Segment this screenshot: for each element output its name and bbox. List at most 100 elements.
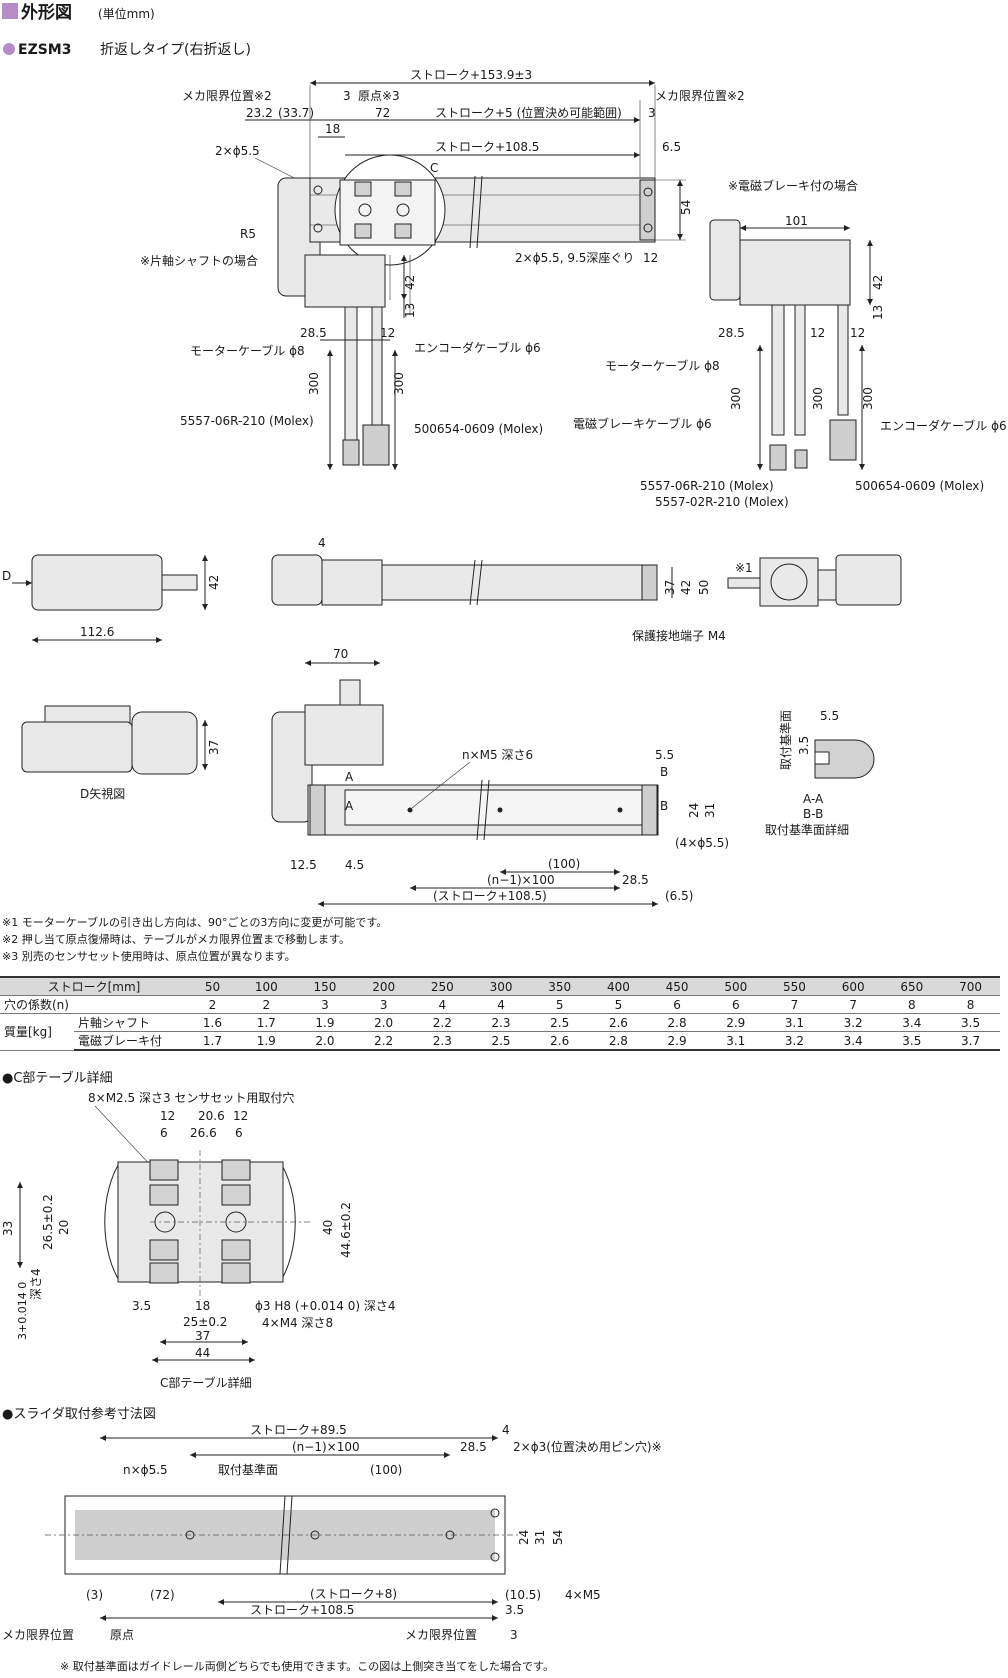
c-dim-44-6: 44.6±0.2 [339, 1202, 353, 1258]
dim-28-5: 28.5 [300, 326, 327, 340]
spec-cell: 1.7 [236, 1013, 296, 1032]
spec-cell: 6 [647, 995, 707, 1014]
label-star1: ※1 [735, 561, 753, 575]
c-detail-title: ●C部テーブル詳細 [2, 1070, 113, 1086]
label-counterbore: 2×ϕ5.5, 9.5深座ぐり [515, 250, 634, 265]
slider-mecha-left: メカ限界位置 [2, 1627, 74, 1642]
model-name: EZSM3 [18, 42, 71, 58]
slider-dim-54: 54 [551, 1530, 565, 1545]
unit-label: (単位mm) [98, 6, 155, 21]
label-bb: B-B [803, 807, 823, 821]
brake-view: ※電磁ブレーキ付の場合 101 42 13 28.5 12 12 300 300… [573, 178, 1007, 509]
label-sensor-holes: 8×M2.5 深さ3 センサセット用取付穴 [88, 1090, 294, 1105]
slider-dim-n1x100: (n−1)×100 [292, 1440, 360, 1454]
c-dim-12b: 12 [233, 1109, 248, 1123]
spec-cell: 2.0 [354, 1013, 413, 1032]
dim-6-5: 6.5 [662, 140, 681, 154]
label-motor-cable: モーターケーブル ϕ8 [190, 343, 305, 358]
spec-cell: 3.2 [823, 1013, 883, 1032]
label-brake-conn-b: 5557-02R-210 (Molex) [655, 495, 789, 509]
slider-dim-24: 24 [517, 1530, 531, 1545]
slider-origin: 原点 [110, 1628, 134, 1642]
label-d-view: D矢視図 [80, 786, 125, 801]
label-m4: 4×M4 深さ8 [262, 1316, 333, 1330]
spec-cell: 2.6 [589, 1013, 648, 1032]
spec-cell: 1.9 [295, 1013, 355, 1032]
label-r5: R5 [240, 227, 256, 241]
side-dim-28-5: 28.5 [622, 873, 649, 887]
dim-12b: 12 [380, 326, 395, 340]
dim-13: 13 [403, 303, 417, 318]
spec-cell: 650 [882, 976, 942, 996]
spec-cell: 2.9 [647, 1031, 707, 1051]
brake-dim-300c: 300 [861, 387, 875, 410]
slider-dim-3-paren: (3) [86, 1588, 103, 1602]
label-encoder-cable: エンコーダケーブル ϕ6 [414, 340, 541, 355]
spec-single-label: 片軸シャフト [74, 1013, 188, 1032]
dim-70: 70 [333, 647, 348, 661]
slider-mecha-right: メカ限界位置 [405, 1627, 477, 1642]
spec-holes-label: 穴の係数(n) [0, 995, 188, 1014]
label-a1: A [345, 770, 354, 784]
slider-dim-stroke-89: ストローク+89.5 [250, 1423, 347, 1437]
slider-dim-72-paren: (72) [150, 1588, 175, 1602]
dim-18: 18 [325, 122, 340, 136]
spec-cell: 3 [354, 995, 413, 1014]
spec-cell: 5 [589, 995, 648, 1014]
spec-cell: 100 [236, 976, 296, 996]
spec-cell: 250 [412, 976, 472, 996]
c-dim-37: 37 [195, 1329, 210, 1343]
c-dim-26-6: 26.6 [190, 1126, 217, 1140]
spec-cell: 2 [188, 995, 237, 1014]
spec-cell: 300 [471, 976, 531, 996]
spec-cell: 600 [823, 976, 883, 996]
side-views: D 42 112.6 4 37 42 50 保護接地端子 M4 ※1 70 37… [2, 536, 902, 907]
slider-dim-31: 31 [533, 1530, 547, 1545]
c-depth4: 深さ4 [29, 1268, 43, 1300]
spec-cell: 3.1 [706, 1031, 766, 1051]
label-m5: 4×M5 [565, 1588, 601, 1602]
label-ground: 保護接地端子 M4 [632, 628, 726, 643]
c-dim-18: 18 [195, 1299, 210, 1313]
slider-dim-stroke-8: (ストローク+8) [310, 1587, 397, 1601]
dim-101: 101 [785, 214, 808, 228]
spec-cell: 3.1 [765, 1013, 824, 1032]
c-dim-44: 44 [195, 1346, 210, 1360]
dim-112-6: 112.6 [80, 625, 114, 639]
side-dim-42b: 42 [679, 580, 693, 595]
spec-cell: 2.3 [412, 1031, 472, 1051]
label-brake-motor-cable: モーターケーブル ϕ8 [605, 358, 720, 373]
slider-dim-stroke-108: ストローク+108.5 [250, 1603, 354, 1617]
side-dim-31: 31 [703, 803, 717, 818]
side-dim-50: 50 [697, 580, 711, 595]
c-dim-12a: 12 [160, 1109, 175, 1123]
dim-3-right: 3 [648, 106, 656, 120]
spec-cell: 6 [706, 995, 766, 1014]
label-mecha-left: メカ限界位置※2 [182, 88, 272, 103]
spec-mass-label: 質量[kg] [0, 1013, 74, 1051]
c-dim-20-6: 20.6 [198, 1109, 225, 1123]
brake-dim-12b: 12 [850, 326, 865, 340]
dim-12-5: 12.5 [290, 858, 317, 872]
spec-cell: 2.8 [589, 1031, 648, 1051]
label-hole-5-5: 2×ϕ5.5 [215, 144, 260, 158]
bullet-icon [3, 43, 15, 55]
label-ref-face: 取付基準面 [778, 710, 793, 770]
label-mecha-right: メカ限界位置※2 [655, 88, 745, 103]
dim-300a: 300 [307, 372, 321, 395]
dim-stroke-108: ストローク+108.5 [435, 140, 539, 154]
spec-cell: 2.6 [530, 1031, 590, 1051]
slider-dim-100-paren: (100) [370, 1463, 402, 1477]
slider-dim-3: 3 [510, 1628, 518, 1642]
spec-cell: 4 [471, 995, 531, 1014]
dim-72: 72 [375, 106, 390, 120]
spec-cell: 1.6 [188, 1013, 237, 1032]
slider-dim-3-5: 3.5 [505, 1603, 524, 1617]
c-dim-20: 20 [57, 1220, 71, 1235]
slider-dim-10-5: (10.5) [505, 1588, 541, 1602]
ref-dim-5-5: 5.5 [820, 709, 839, 723]
label-c: C [430, 161, 438, 175]
label-pin-hole: ϕ3 H8 (+0.014 0) 深さ4 [255, 1299, 396, 1313]
spec-cell: 8 [941, 995, 1000, 1014]
